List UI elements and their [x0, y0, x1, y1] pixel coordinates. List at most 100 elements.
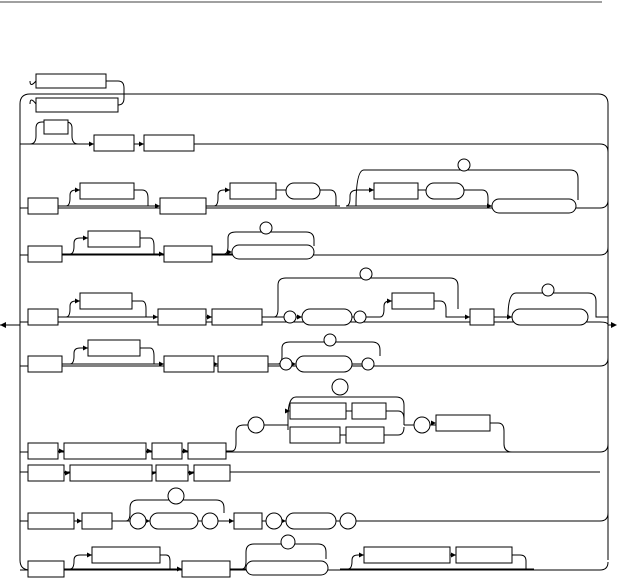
keyword-box [289, 426, 341, 444]
separator-circle [167, 487, 185, 505]
separator-circle [280, 534, 296, 550]
row-7-rail [20, 443, 609, 453]
terminal-pill [425, 182, 465, 200]
flow-arrow [431, 420, 436, 426]
rail-line [160, 554, 182, 570]
rail-line [206, 189, 230, 207]
keyword-box [93, 134, 135, 152]
separator-circle [201, 512, 219, 530]
keyword-box [391, 292, 435, 310]
keyword-box [233, 512, 263, 530]
keyword-box [87, 339, 141, 357]
flow-arrow [369, 187, 374, 193]
elements-layer [27, 73, 589, 578]
rail-line [58, 300, 80, 318]
separator-circle [361, 357, 375, 371]
flow-arrow [89, 141, 94, 147]
flow-arrow [87, 552, 92, 558]
keyword-box [35, 97, 119, 113]
terminal-pill [231, 244, 315, 260]
flow-arrow [465, 314, 470, 320]
separator-circle [339, 512, 357, 530]
flow-arrow [153, 314, 158, 320]
rail-line [140, 347, 164, 365]
keyword-box [69, 464, 153, 482]
flow-arrow [159, 361, 164, 367]
terminal-pill [491, 198, 577, 214]
rail-line [117, 97, 125, 106]
rail-line [340, 554, 364, 570]
rail-line [355, 169, 579, 207]
flow-arrow [75, 187, 80, 193]
flow-arrow [229, 518, 234, 524]
top-rail [19, 93, 609, 325]
flow-arrow [227, 249, 232, 255]
rail-line [62, 237, 88, 255]
keyword-box [455, 546, 513, 564]
flow-arrow [139, 141, 144, 147]
flow-arrow [77, 518, 82, 524]
keyword-box [435, 414, 491, 432]
separator-circle [283, 310, 297, 324]
rail-line [58, 189, 80, 207]
flow-arrow [387, 298, 392, 304]
keyword-box [35, 73, 107, 89]
keyword-box [289, 402, 347, 420]
flow-arrow [487, 203, 492, 209]
keyword-box [27, 308, 59, 326]
keyword-box [373, 182, 419, 200]
keyword-box [469, 308, 495, 326]
terminal-pill [511, 308, 589, 326]
rail-line [273, 277, 459, 318]
separator-circle [331, 378, 349, 396]
separator-circle [457, 158, 471, 172]
flow-arrow [285, 408, 290, 414]
separator-circle [353, 310, 367, 324]
keyword-box [187, 442, 227, 460]
flow-arrow [451, 552, 456, 558]
keyword-box [27, 442, 59, 460]
keyword-box [163, 355, 215, 373]
rail-line [125, 499, 225, 522]
rail-line [507, 292, 608, 318]
separator-circle [323, 333, 337, 347]
row-10-rail [20, 561, 609, 571]
keyword-box [27, 464, 65, 482]
row-3-rail [20, 199, 609, 209]
keyword-box [27, 355, 63, 373]
rail-line [287, 410, 405, 436]
terminal-pill [301, 308, 353, 326]
flow-arrow [147, 448, 152, 454]
keyword-box [345, 426, 385, 444]
flow-arrow [297, 314, 302, 320]
flow-arrow [177, 566, 182, 572]
keyword-box [79, 292, 133, 310]
keyword-box [229, 182, 277, 200]
row-5-rail [20, 321, 609, 326]
keyword-box [159, 197, 207, 215]
rail-line [276, 189, 337, 206]
terminal-pill [285, 512, 337, 530]
exit-arrow [608, 322, 617, 328]
separator-circle [541, 283, 555, 297]
terminal-pill [149, 512, 199, 530]
rail-line [132, 300, 158, 318]
separator-circle [247, 416, 265, 434]
keyword-box [193, 464, 231, 482]
separator-circle [359, 267, 373, 281]
keyword-box [217, 355, 269, 373]
row-6-rail [20, 357, 609, 367]
keyword-box [27, 560, 65, 578]
rail-line [106, 80, 125, 98]
separator-circle [279, 357, 293, 371]
flow-arrow [155, 203, 160, 209]
keyword-box [143, 134, 195, 152]
flow-arrow [59, 448, 64, 454]
row-9-rail [20, 512, 609, 522]
keyword-box [91, 546, 161, 564]
separator-circle [265, 512, 283, 530]
row-4-rail [20, 246, 609, 256]
rail-line [418, 189, 489, 206]
keyword-box [63, 442, 147, 460]
